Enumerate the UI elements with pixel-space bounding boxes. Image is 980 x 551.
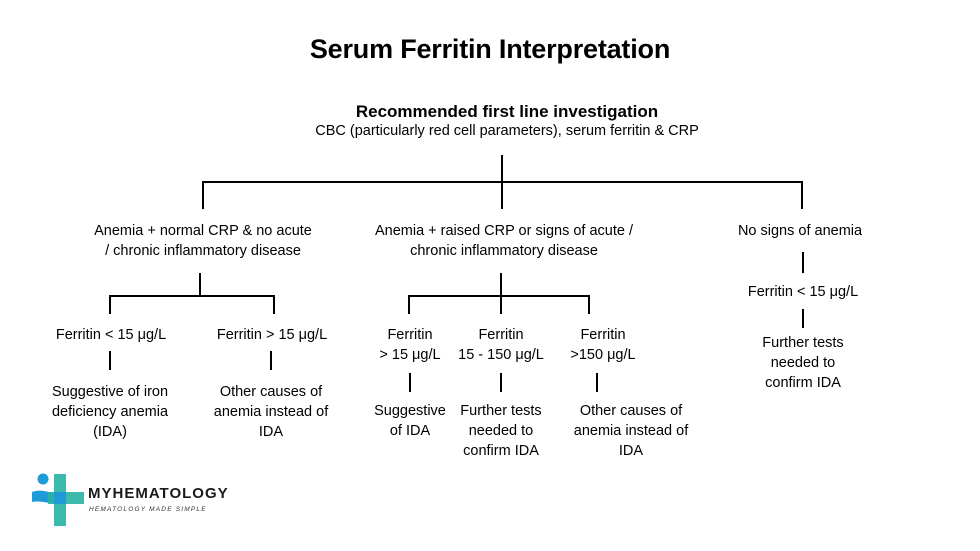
branch-2-label: Anemia + raised CRP or signs of acute / … <box>374 223 634 259</box>
b2-child-3-outcome: Other causes of anemia instead of IDA <box>573 403 689 459</box>
b1-child-2-outcome: Other causes of anemia instead of IDA <box>213 384 329 440</box>
b1-child-1-label: Ferritin < 15 μg/L <box>55 327 167 343</box>
root-heading: Recommended first line investigation <box>355 102 659 121</box>
b2-child-2-outcome: Further tests needed to confirm IDA <box>460 403 542 459</box>
b3-child-1-outcome: Further tests needed to confirm IDA <box>762 335 844 391</box>
diagram-title: Serum Ferritin Interpretation <box>309 34 671 64</box>
b2-child-3-label: Ferritin >150 μg/L <box>570 327 636 363</box>
b2-child-1-label: Ferritin > 15 μg/L <box>379 327 441 363</box>
b2-child-2-label: Ferritin 15 - 150 μg/L <box>458 327 544 363</box>
b1-child-1-outcome: Suggestive of iron deficiency anemia (ID… <box>51 384 169 440</box>
branch-3-label: No signs of anemia <box>737 223 863 239</box>
branch-1-label: Anemia + normal CRP & no acute / chronic… <box>94 223 312 259</box>
logo-name: MYHEMATOLOGY <box>88 485 229 502</box>
b2-child-1-outcome: Suggestive of IDA <box>374 403 446 439</box>
b3-child-1-label: Ferritin < 15 μg/L <box>747 284 859 300</box>
b1-child-2-label: Ferritin > 15 μg/L <box>216 327 328 343</box>
root-subheading: CBC (particularly red cell parameters), … <box>315 123 699 139</box>
myhematology-logo-icon <box>32 473 84 526</box>
logo-tagline: HEMATOLOGY MADE SIMPLE <box>89 506 207 513</box>
